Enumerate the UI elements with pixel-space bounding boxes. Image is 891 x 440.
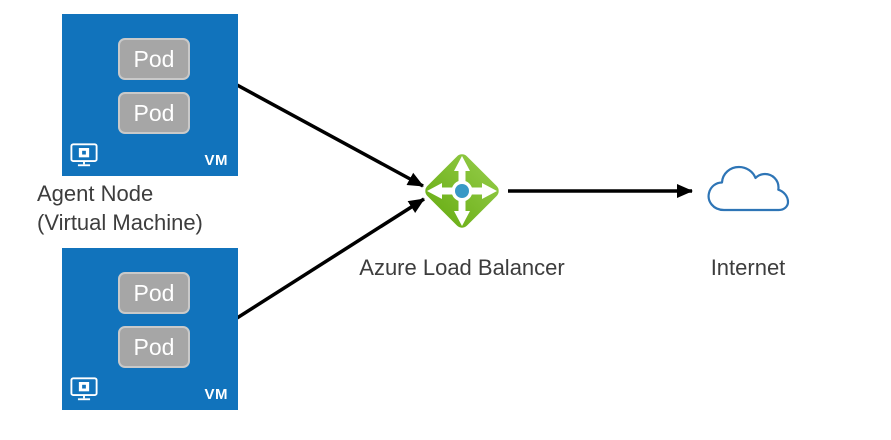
agent-node-caption: Agent Node (Virtual Machine) <box>37 179 203 237</box>
vm-label: VM <box>204 152 228 169</box>
load-balancer-label: Azure Load Balancer <box>359 255 565 280</box>
load-balancer-icon <box>425 154 499 228</box>
internet-cloud-icon <box>707 165 790 212</box>
vm-monitor-icon <box>70 377 98 401</box>
vm-monitor-icon <box>70 143 98 167</box>
pod: Pod <box>118 38 190 80</box>
vm-label: VM <box>204 386 228 403</box>
agent-node-caption-line1: Agent Node <box>37 181 154 206</box>
pod: Pod <box>118 92 190 134</box>
agent-node-vm-bottom: Pod Pod VM <box>62 248 238 410</box>
pod: Pod <box>118 272 190 314</box>
agent-node-vm-top: Pod Pod VM <box>62 14 238 176</box>
agent-node-caption-line2: (Virtual Machine) <box>37 210 203 236</box>
internet-label: Internet <box>710 255 786 280</box>
pod: Pod <box>118 326 190 368</box>
